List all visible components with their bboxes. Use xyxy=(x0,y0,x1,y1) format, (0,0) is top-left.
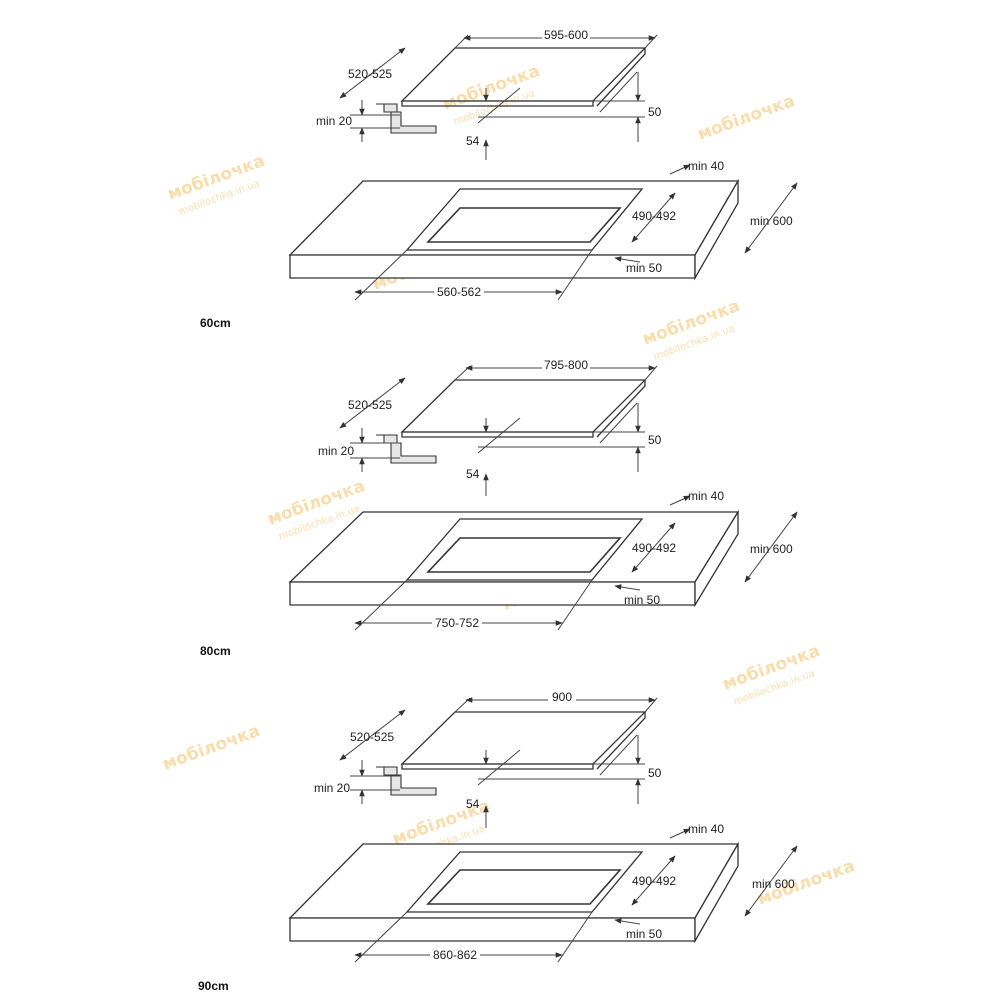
cutout-width-label: 860-862 xyxy=(433,948,477,962)
front-gap-label: 54 xyxy=(466,467,480,481)
hob-body-line xyxy=(477,749,521,786)
hob-width-label: 595-600 xyxy=(544,28,588,42)
hob-diagram-90cm: 900 520-525 50 54 min 20 min 40 490-492 … xyxy=(198,690,798,993)
mounting-bracket xyxy=(390,442,437,464)
cutout-width-label: 750-752 xyxy=(435,616,479,630)
min-back-label: min 40 xyxy=(688,822,724,836)
dim-hob-depth xyxy=(339,377,406,429)
hob-width-label: 900 xyxy=(552,690,572,704)
hob-width-label: 795-800 xyxy=(544,358,588,372)
watermark-text: мобілочка xyxy=(695,91,798,145)
worktop-depth-label: min 600 xyxy=(752,877,795,891)
hob-height-label: 50 xyxy=(648,433,662,447)
hob-diagram-60cm: 595-600 520-525 50 54 min 20 min 40 xyxy=(200,28,798,330)
front-gap-label: 54 xyxy=(466,797,480,811)
hob-side-edge xyxy=(596,712,646,770)
hob-height-label: 50 xyxy=(648,766,662,780)
arrow xyxy=(614,584,641,591)
size-label: 90cm xyxy=(198,979,229,993)
min-front-label: min 50 xyxy=(626,927,662,941)
min-front-label: min 50 xyxy=(624,593,660,607)
dim-hob-depth xyxy=(339,47,406,99)
hob-underside xyxy=(599,71,638,113)
worktop-depth-label: min 600 xyxy=(750,214,793,228)
clamp-bracket xyxy=(376,103,398,113)
cutout-depth-label: 490-492 xyxy=(632,209,676,223)
worktop-side xyxy=(694,841,739,944)
hob-depth-label: 520-525 xyxy=(350,730,394,744)
arrow xyxy=(614,918,641,925)
dim-worktop-depth xyxy=(744,845,798,917)
hob-diagram-80cm: 795-800 520-525 50 54 min 20 min 40 490-… xyxy=(200,358,798,658)
dim-hob-depth xyxy=(339,709,406,761)
size-label: 80cm xyxy=(200,644,231,658)
hob-side-edge xyxy=(596,48,646,107)
worktop-depth-label: min 600 xyxy=(750,542,793,556)
hob-depth-label: 520-525 xyxy=(348,67,392,81)
min-front-label: min 50 xyxy=(626,261,662,275)
hob-underside xyxy=(599,402,638,444)
arrow xyxy=(669,828,691,839)
arrow xyxy=(614,256,641,263)
label-bg xyxy=(548,690,576,704)
min-bottom-label: min 20 xyxy=(314,781,350,795)
label-bg xyxy=(432,616,482,630)
front-gap-label: 54 xyxy=(466,134,480,148)
dim-cutout-depth xyxy=(631,855,676,906)
hob-depth-label: 520-525 xyxy=(348,398,392,412)
min-bottom-label: min 20 xyxy=(318,444,354,458)
mounting-bracket xyxy=(390,111,437,134)
cutout-inner xyxy=(426,869,622,905)
cutout-inner xyxy=(426,537,622,573)
worktop-side xyxy=(694,178,739,281)
dim-cutout-depth xyxy=(631,192,676,243)
dim-worktop-depth xyxy=(744,511,798,583)
label-bg xyxy=(542,358,590,372)
arrow xyxy=(669,495,691,506)
hob-side-edge xyxy=(596,380,646,438)
mounting-bracket xyxy=(390,774,437,796)
min-back-label: min 40 xyxy=(688,489,724,503)
arrow xyxy=(669,164,691,175)
cutout-depth-label: 490-492 xyxy=(632,874,676,888)
cutout-width-label: 560-562 xyxy=(437,285,481,299)
min-bottom-label: min 20 xyxy=(316,114,352,128)
hob-height-label: 50 xyxy=(648,105,662,119)
label-bg xyxy=(434,285,484,299)
clamp-bracket xyxy=(376,434,398,444)
hob-underside xyxy=(599,734,638,776)
hob-body-line xyxy=(477,417,521,454)
clamp-bracket xyxy=(376,766,398,776)
cutout-depth-label: 490-492 xyxy=(632,541,676,555)
watermark-text: мобілочка xyxy=(160,721,263,775)
dim-cutout-depth xyxy=(631,522,676,573)
min-back-label: min 40 xyxy=(688,159,724,173)
worktop-side xyxy=(694,509,739,608)
cutout-inner xyxy=(426,207,622,243)
dim-worktop-depth xyxy=(744,182,798,254)
size-label: 60cm xyxy=(200,316,231,330)
label-bg xyxy=(542,28,590,42)
label-bg xyxy=(430,948,480,962)
